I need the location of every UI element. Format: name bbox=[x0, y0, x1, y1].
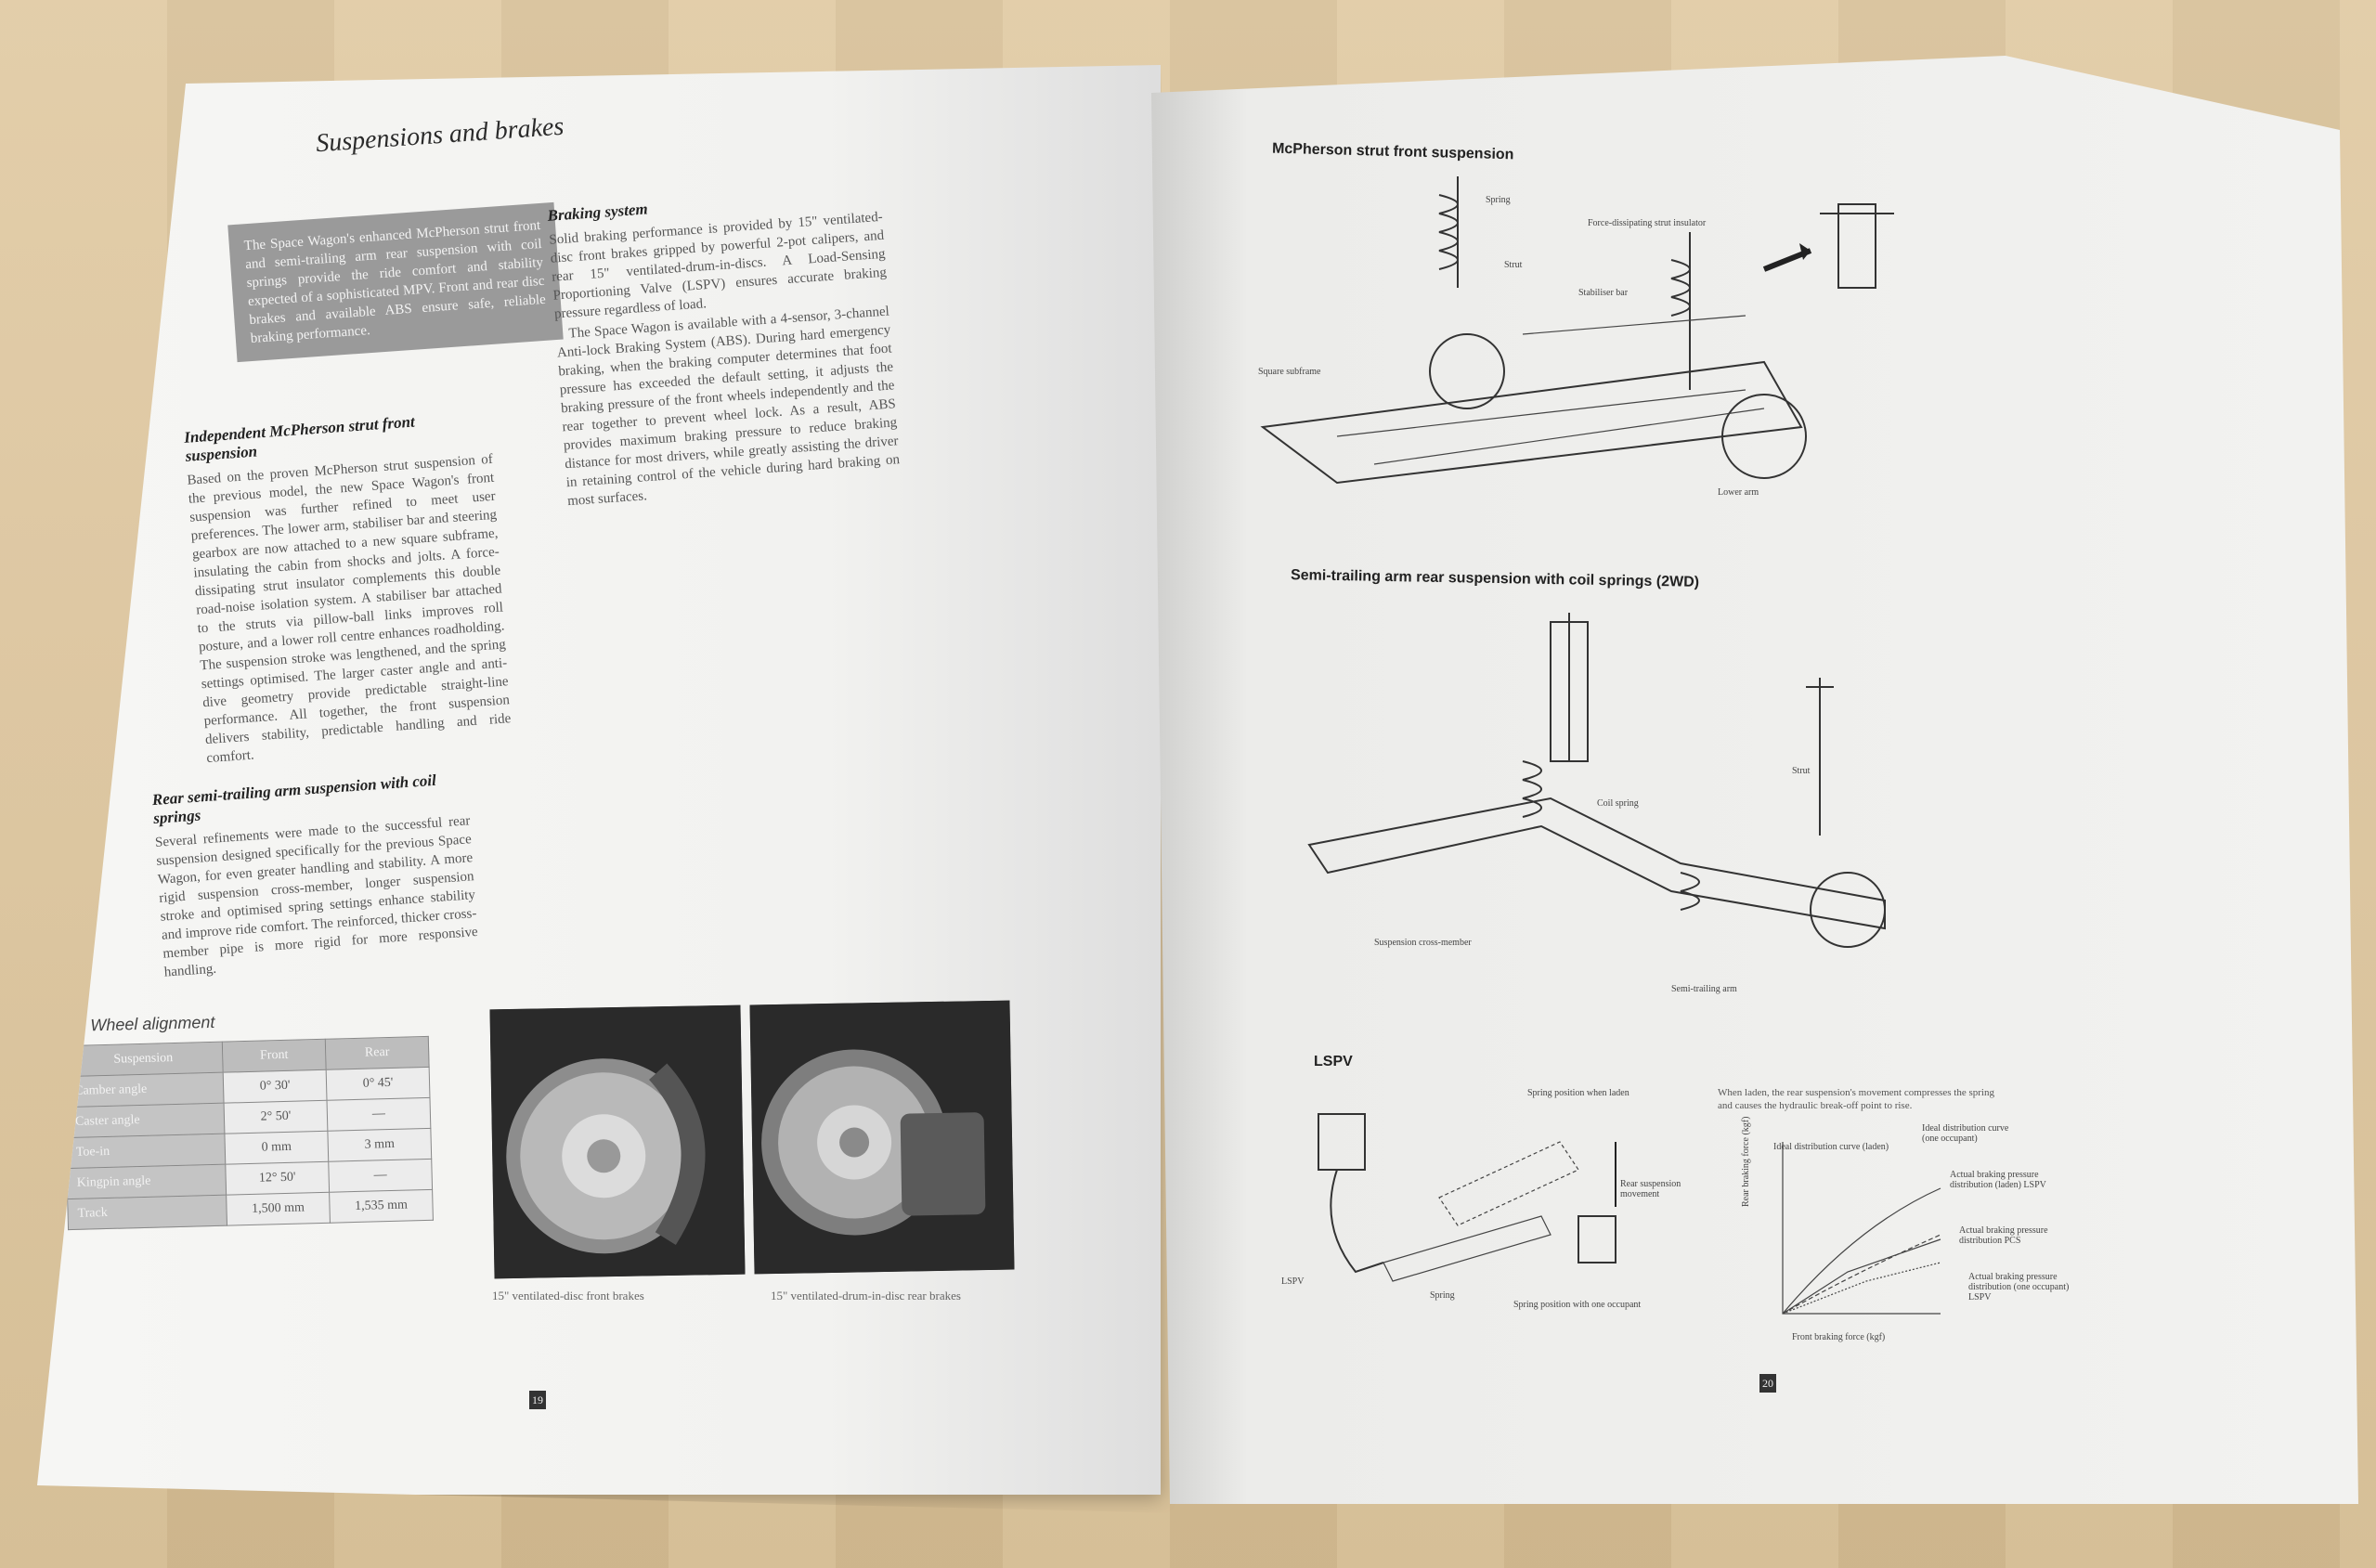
label-lspv-spring: Spring bbox=[1430, 1290, 1455, 1301]
front-suspension-text: Based on the proven McPherson strut susp… bbox=[186, 451, 512, 767]
chart-actual-pcs: Actual braking pressure distribution PCS bbox=[1959, 1225, 2048, 1246]
chart-actual-laden: Actual braking pressure distribution (la… bbox=[1950, 1170, 2046, 1190]
braking-section: Braking system Solid braking performance… bbox=[547, 184, 902, 511]
table-header: Rear bbox=[325, 1036, 430, 1070]
table-cell: — bbox=[327, 1097, 431, 1132]
table-cell: 1,535 mm bbox=[329, 1189, 434, 1224]
intro-highlight-box: The Space Wagon's enhanced McPherson str… bbox=[227, 201, 564, 363]
rear-suspension-section: Rear semi-trailing arm suspension with c… bbox=[151, 769, 480, 981]
chart-ylabel: Rear braking force (kgf) bbox=[1741, 1116, 1751, 1207]
lspv-diagram bbox=[1318, 1113, 1616, 1282]
label-insulator: Force-dissipating strut insulator bbox=[1588, 218, 1707, 228]
table-cell: 0° 30' bbox=[223, 1069, 328, 1104]
section-title: Suspensions and brakes bbox=[315, 111, 565, 159]
wheel-alignment-block: Wheel alignment Suspension Front Rear Ca… bbox=[62, 1007, 434, 1230]
table-cell: Caster angle bbox=[65, 1103, 225, 1138]
table-cell: 1,500 mm bbox=[226, 1192, 331, 1226]
label-lower-arm: Lower arm bbox=[1718, 487, 1759, 498]
label-spring: Spring bbox=[1486, 195, 1511, 205]
left-page: Suspensions and brakes The Space Wagon's… bbox=[37, 65, 1161, 1495]
front-brake-photo bbox=[489, 1004, 746, 1279]
table-header: Front bbox=[222, 1039, 327, 1073]
lspv-title: LSPV bbox=[1314, 1054, 1353, 1069]
chart-ideal-laden: Ideal distribution curve (laden) bbox=[1773, 1142, 1889, 1152]
label-stabiliser: Stabiliser bar bbox=[1578, 288, 1629, 298]
page-number-right: 20 bbox=[1759, 1374, 1776, 1393]
rear-suspension-diagram bbox=[1307, 613, 1886, 948]
table-cell: 2° 50' bbox=[224, 1100, 328, 1134]
table-cell: Toe-in bbox=[65, 1134, 226, 1169]
front-brake-caption: 15" ventilated-disc front brakes bbox=[492, 1289, 644, 1302]
table-cell: — bbox=[328, 1159, 433, 1193]
page-number-left: 19 bbox=[529, 1391, 546, 1409]
wheel-alignment-table: Suspension Front Rear Camber angle 0° 30… bbox=[63, 1036, 434, 1230]
rear-brake-caption: 15" ventilated-drum-in-disc rear brakes bbox=[771, 1289, 961, 1302]
label-lspv: LSPV bbox=[1281, 1276, 1305, 1287]
right-page: McPherson strut front suspension Spring … bbox=[1151, 56, 2358, 1504]
label-subframe: Square subframe bbox=[1258, 367, 1321, 377]
table-cell: 3 mm bbox=[327, 1128, 432, 1162]
rear-suspension-text: Several refinements were made to the suc… bbox=[154, 813, 479, 980]
table-header: Suspension bbox=[63, 1042, 224, 1077]
front-suspension-section: Independent McPherson strut front suspen… bbox=[184, 408, 513, 768]
chart-actual-one: Actual braking pressure distribution (on… bbox=[1968, 1272, 2070, 1302]
wheel-alignment-title: Wheel alignment bbox=[90, 1012, 215, 1035]
braking-text-2: The Space Wagon is available with a 4-se… bbox=[556, 304, 901, 510]
table-cell: 0° 45' bbox=[326, 1067, 430, 1101]
label-strut: Strut bbox=[1504, 260, 1523, 270]
label-rear-strut: Strut bbox=[1792, 766, 1811, 776]
label-spring-laden: Spring position when laden bbox=[1527, 1088, 1629, 1098]
label-semi-trailing-arm: Semi-trailing arm bbox=[1671, 984, 1737, 994]
lspv-note: When laden, the rear suspension's moveme… bbox=[1718, 1087, 1994, 1111]
label-coil-spring: Coil spring bbox=[1597, 798, 1639, 809]
table-cell: 0 mm bbox=[224, 1131, 329, 1165]
front-strut-drawing bbox=[1260, 176, 1894, 485]
rear-brake-photo bbox=[749, 1000, 1015, 1275]
table-cell: Track bbox=[67, 1195, 227, 1230]
rear-suspension-diagram-title: Semi-trailing arm rear suspension with c… bbox=[1290, 567, 1700, 590]
label-cross-member: Suspension cross-member bbox=[1374, 938, 1472, 948]
label-rear-movement: Rear suspension movement bbox=[1620, 1179, 1681, 1199]
chart-ideal-one: Ideal distribution curve (one occupant) bbox=[1922, 1123, 2009, 1144]
front-suspension-diagram bbox=[1260, 176, 1894, 485]
table-cell: Kingpin angle bbox=[66, 1164, 227, 1199]
table-cell: Camber angle bbox=[64, 1072, 225, 1108]
braking-force-chart bbox=[1782, 1142, 1941, 1315]
chart-xlabel: Front braking force (kgf) bbox=[1792, 1332, 1886, 1342]
table-cell: 12° 50' bbox=[225, 1161, 330, 1196]
label-spring-one-occupant: Spring position with one occupant bbox=[1513, 1300, 1642, 1310]
